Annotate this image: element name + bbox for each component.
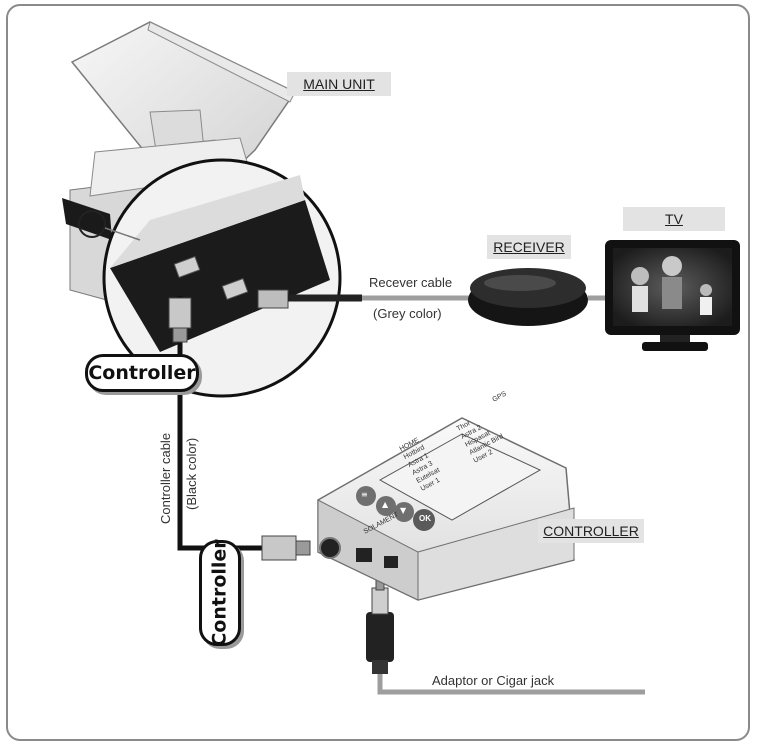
ok-button[interactable]: OK (419, 514, 431, 523)
power-plug (366, 577, 394, 674)
down-button[interactable]: ▼ (400, 506, 407, 515)
controller-cable-color-label: (Black color) (184, 437, 199, 510)
controller-cable-label: Controller cable (158, 432, 173, 524)
tv-label: TV (623, 207, 725, 231)
menu-button[interactable]: ≡ (361, 490, 368, 499)
receiver-cable-color-label: (Grey color) (373, 306, 442, 321)
controller-connector-tag-bottom: Controller (199, 539, 241, 647)
receiver-cable-label: Recever cable (369, 275, 453, 290)
receiver-label: RECEIVER (487, 235, 571, 259)
up-button[interactable]: ▲ (382, 500, 389, 509)
main-unit-label: MAIN UNIT (287, 72, 391, 96)
tv-set (605, 240, 740, 351)
diagram-frame (6, 4, 750, 741)
receiver-box (468, 268, 588, 326)
controller-connector-tag-top: Controller (85, 354, 199, 392)
controller-device-label: CONTROLLER (538, 519, 644, 543)
connector-zoom-circle (102, 158, 342, 398)
controller-device (317, 417, 575, 601)
controller-tag-text: Controller (88, 362, 196, 384)
adaptor-label: Adaptor or Cigar jack (432, 673, 555, 688)
controller-tag-text: Controller (209, 539, 231, 647)
